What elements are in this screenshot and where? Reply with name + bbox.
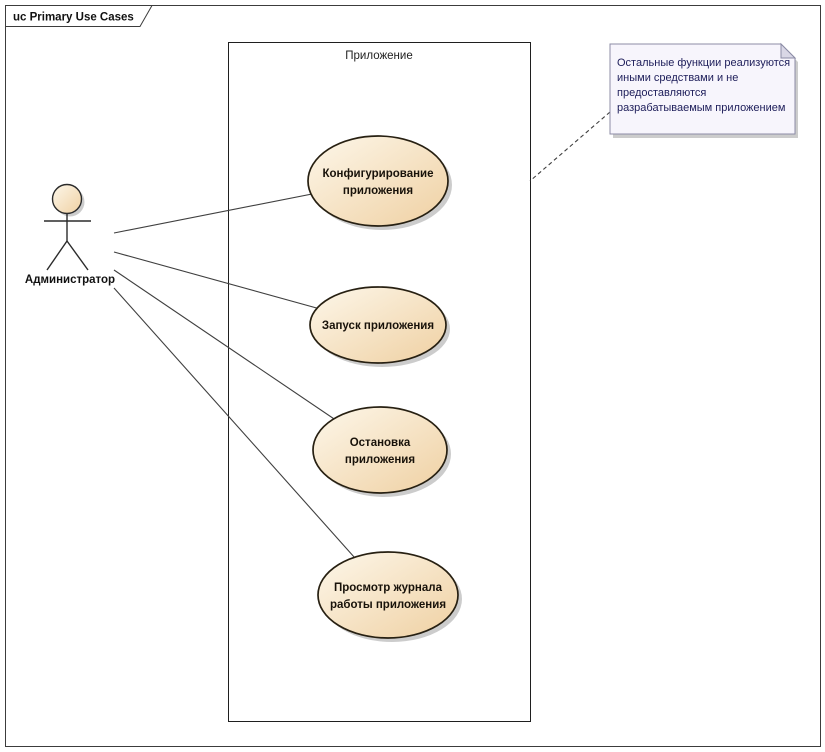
connector-actor-view-log[interactable]: [113, 287, 389, 596]
note-text-line: разрабатываемым приложением: [617, 102, 785, 114]
usecase-view-log[interactable]: Просмотр журнала работы приложения: [317, 551, 462, 642]
usecase-start-app[interactable]: Запуск приложения: [309, 286, 450, 367]
note-fold-corner-icon: [780, 42, 797, 59]
note[interactable]: Остальные функции реализуются иными сред…: [609, 42, 798, 138]
usecase-ellipse: [307, 135, 449, 227]
usecase-configure-app[interactable]: Конфигурирование приложения: [307, 135, 452, 230]
usecase-label-line: Остановка: [350, 437, 411, 449]
usecase-label-line: приложения: [345, 454, 415, 466]
usecase-ellipse: [317, 551, 459, 639]
diagram-frame: [5, 5, 821, 747]
actor-leg-left: [46, 240, 68, 271]
actor-leg-right: [66, 240, 89, 271]
usecase-label-line: Просмотр журнала: [334, 582, 443, 594]
system-boundary-label: Приложение: [345, 50, 412, 62]
usecase-label-line: приложения: [343, 185, 413, 197]
usecase-ellipse: [312, 406, 448, 494]
actor-label: Администратор: [25, 274, 115, 286]
usecase-label-line: Запуск приложения: [322, 320, 434, 332]
note-text-line: предоставляются: [617, 87, 706, 99]
note-connector[interactable]: [529, 111, 611, 182]
usecase-stop-app[interactable]: Остановка приложения: [312, 406, 451, 497]
usecase-label-line: Конфигурирование: [322, 168, 433, 180]
usecase-ellipse: [309, 286, 447, 364]
usecase-label-line: работы приложения: [330, 599, 446, 611]
actor-head: [51, 183, 83, 215]
frame-label: uc Primary Use Cases: [13, 12, 134, 24]
actor-administrator[interactable]: Администратор: [25, 183, 115, 287]
note-text-line: Остальные функции реализуются: [617, 57, 790, 69]
note-text-line: иными средствами и не: [617, 72, 738, 84]
note-body: [609, 43, 796, 135]
frame-tab: [5, 5, 153, 27]
